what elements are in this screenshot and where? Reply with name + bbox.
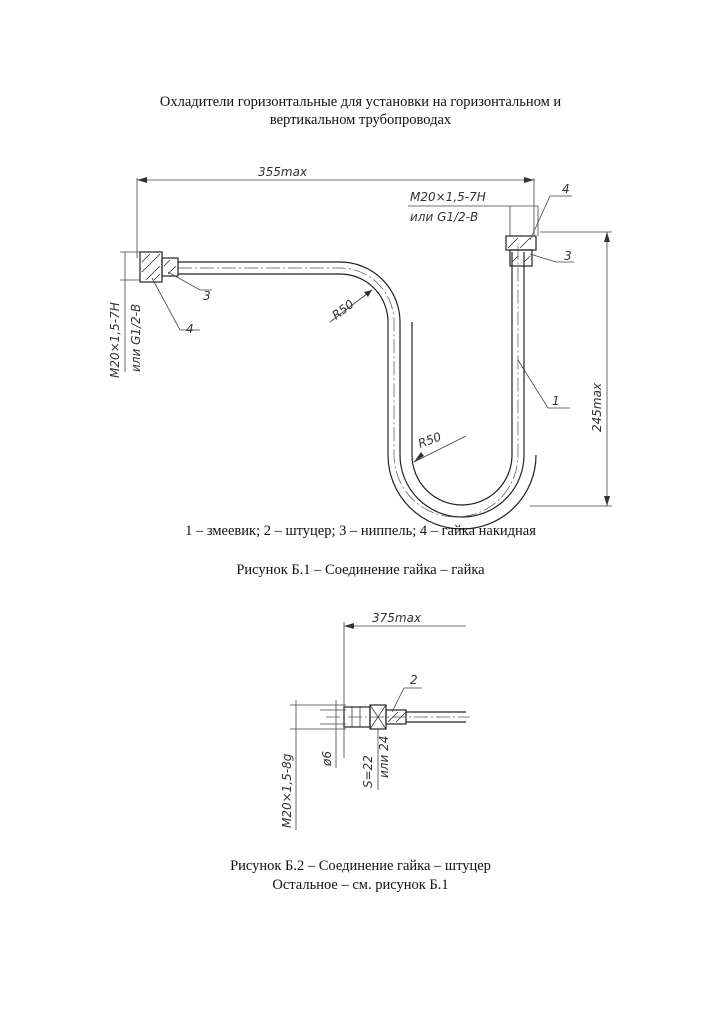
figure-2-note: Остальное – см. рисунок Б.1 <box>272 877 449 893</box>
dim-length-text: 355max <box>258 165 308 179</box>
right-nut <box>505 235 537 267</box>
callout-4-right: 4 <box>562 182 570 196</box>
figure-2-caption: Рисунок Б.2 – Соединение гайка – штуцер <box>230 858 491 874</box>
thread-right-line1: M20×1,5-7H <box>410 190 486 204</box>
title-line-1: Охладители горизонтальные для установки … <box>159 94 562 110</box>
dim-height-text: 245max <box>590 382 604 432</box>
radius-top-text: R50 <box>329 297 357 323</box>
coil-pipe-inner <box>178 273 537 530</box>
coil-pipe-outer <box>178 252 525 518</box>
figure-1-legend: 1 – змеевик; 2 – штуцер; 3 – ниппель; 4 … <box>185 523 536 539</box>
left-nut <box>139 251 179 283</box>
coil-pipe-inner-2 <box>411 252 513 506</box>
wrench-size-1: S=22 <box>361 755 375 788</box>
figure-2-drawing: 375max 2 M20×1,5-8g ø6 S=2 <box>280 611 470 830</box>
callout-1: 1 <box>552 394 560 408</box>
callout-4-left: 4 <box>186 322 194 336</box>
thread-left-line1: M20×1,5-7H <box>108 302 122 378</box>
figure-1-drawing: 355max M20×1,5-7H или G1/2-B 245max M20×… <box>108 165 612 530</box>
callout-3-right: 3 <box>564 249 572 263</box>
thread-left-line2: или G1/2-B <box>129 304 143 372</box>
figure-1-caption: Рисунок Б.1 – Соединение гайка – гайка <box>236 562 485 578</box>
thread-2-text: M20×1,5-8g <box>280 753 294 828</box>
diameter-text: ø6 <box>320 751 334 767</box>
wrench-size-2: или 24 <box>377 736 391 778</box>
thread-right-line2: или G1/2-B <box>410 210 478 224</box>
callout-3-left: 3 <box>203 289 211 303</box>
dim-length-2-text: 375max <box>372 611 422 625</box>
radius-bottom-text: R50 <box>416 429 443 450</box>
callout-2: 2 <box>410 673 418 687</box>
title-line-2: вертикальном трубопроводах <box>269 112 452 128</box>
page-title: Охладители горизонтальные для установки … <box>0 93 721 129</box>
